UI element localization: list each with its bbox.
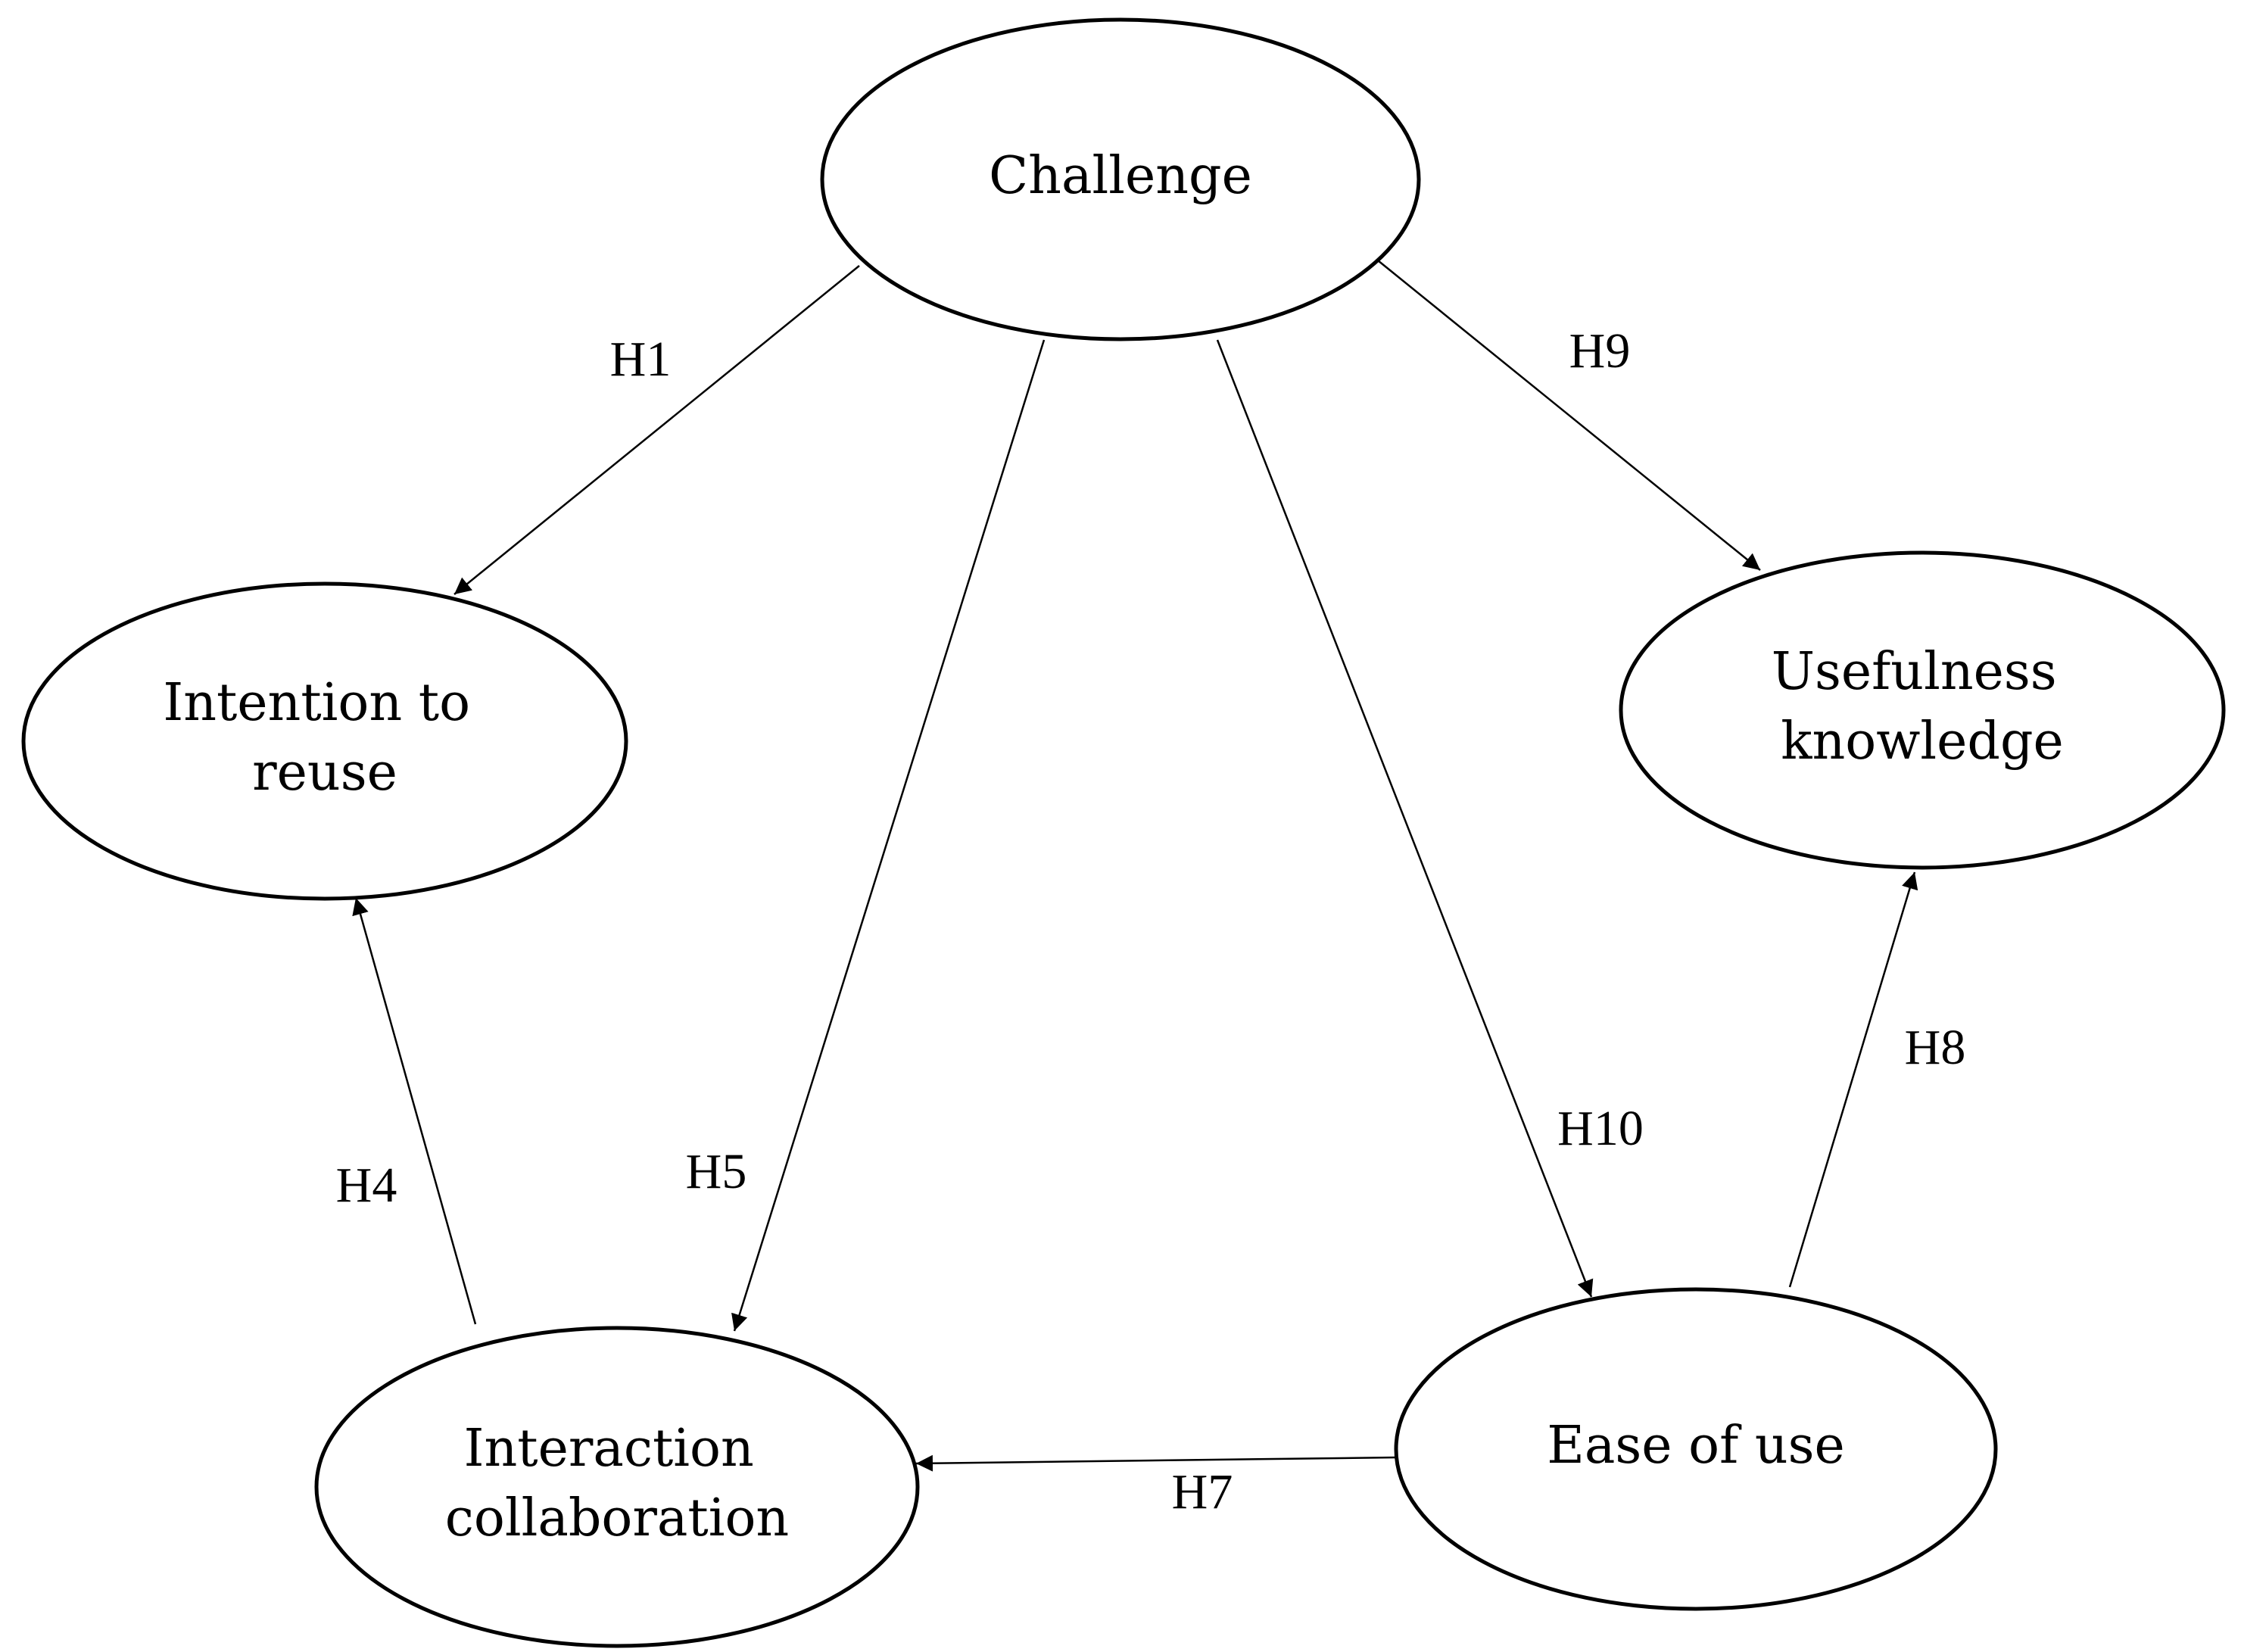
edge-h10-arrow [1216, 339, 1594, 1298]
edge-h1-arrow [453, 265, 860, 595]
node-usefulness-knowledge: Usefulness knowledge [1619, 550, 2226, 870]
node-ease-of-use: Ease of use [1394, 1287, 1998, 1611]
edge-h5-arrow [731, 339, 1046, 1332]
node-ease-ellipse [1394, 1287, 1998, 1611]
node-intention-ellipse [21, 581, 628, 901]
node-challenge-ellipse [820, 17, 1421, 341]
node-interaction-ellipse [314, 1326, 920, 1648]
node-interaction-collaboration: Interaction collaboration [314, 1326, 920, 1648]
edge-label-h5: H5 [686, 1144, 747, 1199]
edge-h8-arrow [1788, 871, 1918, 1288]
node-usefulness-label: Usefulness knowledge [1772, 642, 2074, 771]
edge-h4-arrow [352, 897, 477, 1325]
node-challenge-label: Challenge [989, 146, 1252, 206]
node-challenge: Challenge [820, 17, 1421, 341]
node-intention-to-reuse: Intention to reuse [21, 581, 628, 901]
edge-h7-arrow [915, 1454, 1397, 1472]
edge-label-h4: H4 [336, 1158, 397, 1213]
edge-label-h8: H8 [1905, 1020, 1966, 1075]
edge-label-h7: H7 [1172, 1464, 1233, 1520]
edge-label-h10: H10 [1557, 1101, 1644, 1156]
edge-h9-arrow [1377, 260, 1761, 571]
edge-label-h9: H9 [1569, 323, 1631, 379]
edge-labels: H1 H9 H5 H10 H4 H8 H7 [336, 323, 1966, 1520]
node-interaction-label: Interaction collaboration [445, 1419, 789, 1548]
node-intention-label: Intention to reuse [163, 673, 486, 803]
node-ease-label: Ease of use [1547, 1416, 1845, 1476]
edge-label-h1: H1 [610, 332, 672, 387]
node-usefulness-ellipse [1619, 550, 2226, 870]
edges [352, 260, 1918, 1472]
